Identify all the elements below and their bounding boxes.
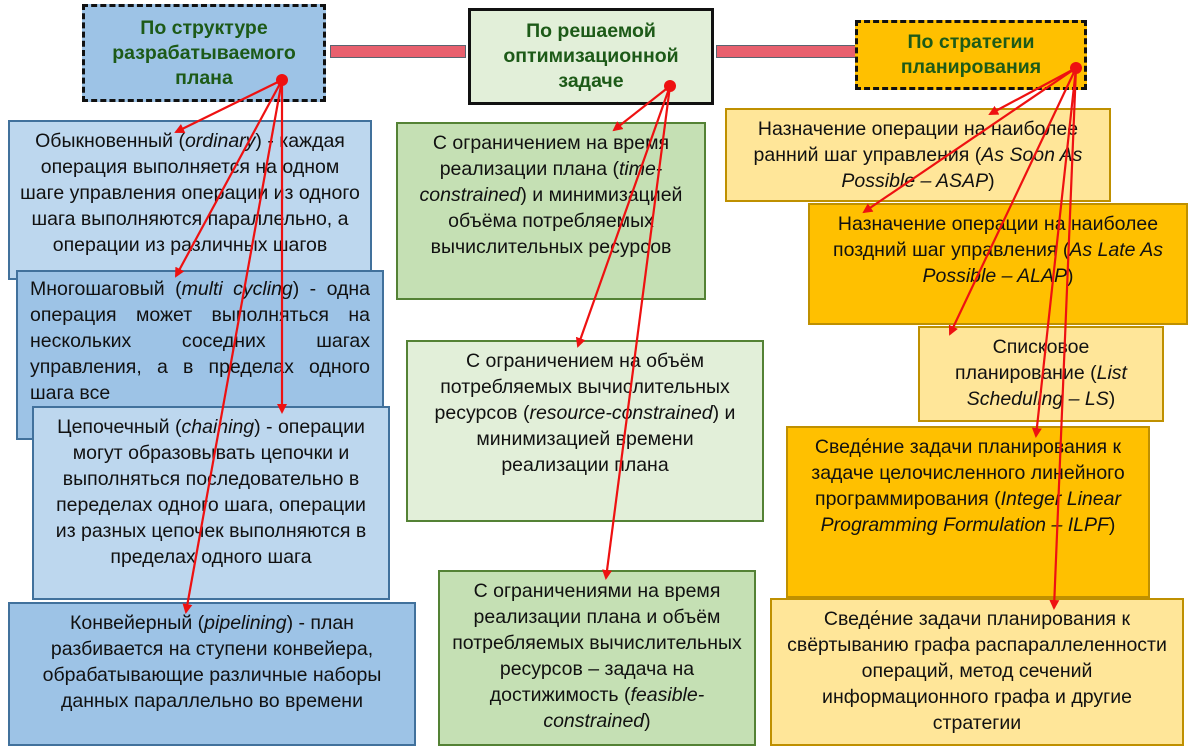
box-time-constrained: С ограничением на время реализации плана… — [396, 122, 706, 300]
chaining-term: chaining — [181, 416, 255, 438]
resource-term: resource-constrained — [529, 402, 713, 424]
box-feasible-constrained: С ограничениями на время реализации план… — [438, 570, 756, 746]
box-chaining: Цепочечный (chaining) - операции могут о… — [32, 406, 390, 600]
pipelining-tail: ) - план разбивается на ступени конвейер… — [42, 612, 382, 712]
ordinary-term: ordinary — [184, 130, 256, 152]
asap-tail: ) — [988, 170, 995, 192]
connector-right — [716, 45, 856, 58]
box-pipelining: Конвейерный (pipelining) - план разбивае… — [8, 602, 416, 746]
feasible-term: feasible-constrained — [543, 684, 705, 732]
header-optimization: По решаемой оптимизационной задаче — [468, 8, 714, 105]
header-strategy-text: По стратегии планирования — [900, 31, 1042, 78]
ordinary-lead: Обыкновенный ( — [35, 130, 185, 152]
box-ordinary: Обыкновенный (ordinary) - каждая операци… — [8, 120, 372, 280]
feasible-lead: С ограничениями на время реализации план… — [452, 580, 742, 706]
pipelining-lead: Конвейерный ( — [70, 612, 205, 634]
box-alap: Назначение операции на наиболее поздний … — [808, 203, 1188, 325]
ls-lead: Списковое планирование ( — [955, 336, 1097, 384]
pipelining-term: pipelining — [204, 612, 287, 634]
connector-left — [330, 45, 466, 58]
ilpf-tail: ) — [1108, 514, 1116, 536]
other-text: Сведе́ние задачи планирования к свёртыва… — [787, 608, 1167, 734]
ls-tail: ) — [1108, 388, 1116, 410]
header-optimization-text: По решаемой оптимизационной задаче — [503, 20, 679, 92]
ilpf-lead: Сведе́ние задачи планирования к задаче ц… — [811, 436, 1125, 510]
header-structure-text: По структуре разрабатываемого плана — [112, 16, 296, 89]
header-strategy: По стратегии планирования — [855, 20, 1087, 90]
multicycling-term: multi cycling — [181, 278, 293, 300]
multicycling-lead: Многошаговый ( — [30, 278, 182, 300]
chaining-lead: Цепочечный ( — [57, 416, 182, 438]
chaining-tail: ) - операции могут образовывать цепочки … — [55, 416, 367, 568]
alap-tail: ) — [1067, 265, 1074, 287]
box-asap: Назначение операции на наиболее ранний ш… — [725, 108, 1111, 202]
box-other-strategies: Сведе́ние задачи планирования к свёртыва… — [770, 598, 1184, 746]
header-structure: По структуре разрабатываемого плана — [82, 4, 326, 102]
feasible-tail: ) — [644, 710, 651, 732]
box-list-scheduling: Списковое планирование (List Scheduling … — [918, 326, 1164, 422]
box-ilpf: Сведе́ние задачи планирования к задаче ц… — [786, 426, 1150, 598]
box-resource-constrained: С ограничением на объём потребляемых выч… — [406, 340, 764, 522]
